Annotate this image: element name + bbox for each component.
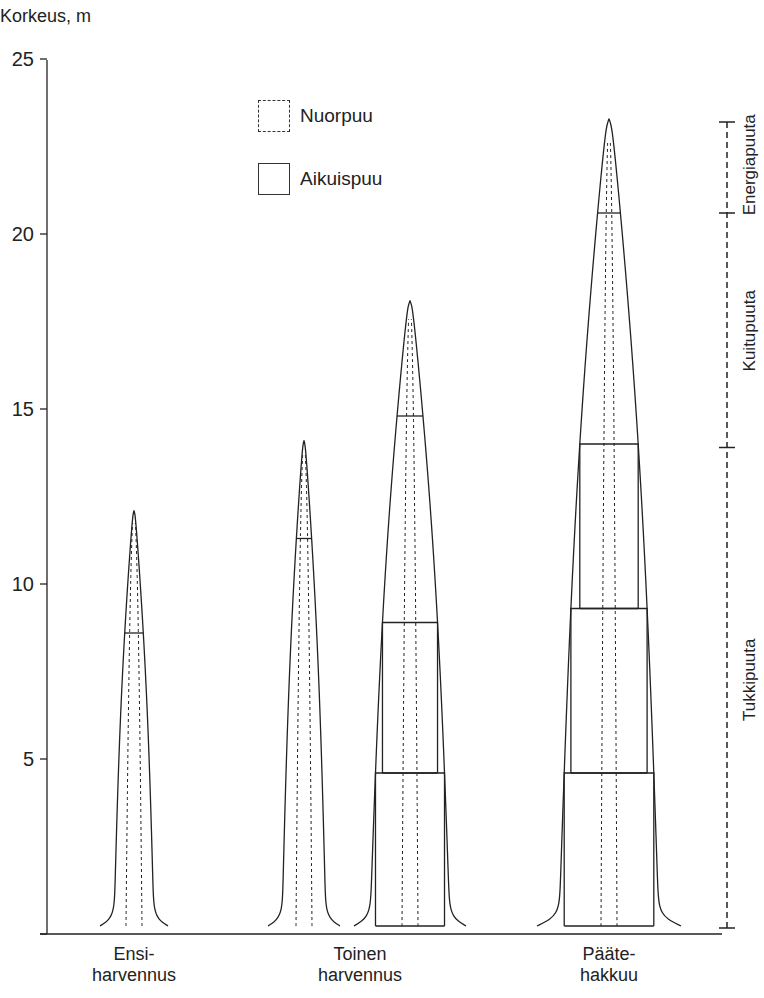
axis-tick xyxy=(40,408,47,409)
tick-label: 20 xyxy=(12,223,34,246)
log-cut xyxy=(564,925,654,926)
assortment-bracket xyxy=(719,122,735,928)
assortment-label: Energiapuuta xyxy=(740,114,760,215)
legend-swatch-solid xyxy=(258,163,290,195)
axis-tick xyxy=(40,583,47,584)
axis-tick xyxy=(40,933,47,934)
tick-label: 10 xyxy=(12,573,34,596)
x-axis xyxy=(40,933,722,934)
legend-swatch-dashed xyxy=(258,100,290,132)
assortment-label: Tukkipuuta xyxy=(740,639,760,722)
axis-tick xyxy=(40,758,47,759)
stem-outline xyxy=(268,441,340,926)
tick-label: 15 xyxy=(12,398,34,421)
young-wood-core xyxy=(135,523,142,926)
log-cut xyxy=(375,925,444,926)
log-section xyxy=(580,444,638,609)
log-section xyxy=(571,609,647,774)
tree-stem xyxy=(100,511,168,926)
young-wood-core xyxy=(610,143,617,926)
stage-label: Pääte- hakkuu xyxy=(554,944,664,985)
bracket-tick xyxy=(719,121,735,123)
assortment-label: Kuitupuuta xyxy=(740,290,760,371)
axis-title: Korkeus, m xyxy=(0,6,91,27)
log-section xyxy=(382,623,437,774)
log-cut xyxy=(296,538,311,539)
log-cut xyxy=(382,772,437,773)
log-cut xyxy=(397,415,423,416)
stem-outline xyxy=(537,119,681,926)
bracket-tick xyxy=(719,927,735,929)
legend-text: Aikuispuu xyxy=(300,168,382,190)
log-cut xyxy=(580,608,638,609)
axis-tick xyxy=(40,233,47,234)
young-wood-core xyxy=(296,455,303,926)
tick-label: 5 xyxy=(23,748,34,771)
y-axis xyxy=(46,60,47,934)
tree-stem xyxy=(537,119,681,926)
stage-label: Ensi- harvennus xyxy=(79,944,189,985)
log-section xyxy=(564,773,654,926)
log-section xyxy=(375,773,444,926)
bracket-line xyxy=(726,122,728,928)
stage-label: Toinen harvennus xyxy=(305,944,415,985)
young-wood-core xyxy=(601,143,608,926)
stem-outline xyxy=(100,511,168,926)
young-wood-core xyxy=(305,455,312,926)
tree-stem xyxy=(354,301,466,926)
tick-label: 25 xyxy=(12,48,34,71)
bracket-tick xyxy=(719,447,735,449)
young-wood-core xyxy=(126,523,133,926)
log-cut xyxy=(598,212,621,213)
tree-stem xyxy=(268,441,340,926)
axes xyxy=(40,59,722,934)
bracket-tick xyxy=(719,212,735,214)
axis-tick xyxy=(40,58,47,59)
log-cut xyxy=(125,632,144,633)
stem-outline xyxy=(354,301,466,926)
log-cut xyxy=(571,772,647,773)
legend-text: Nuorpuu xyxy=(300,105,373,127)
